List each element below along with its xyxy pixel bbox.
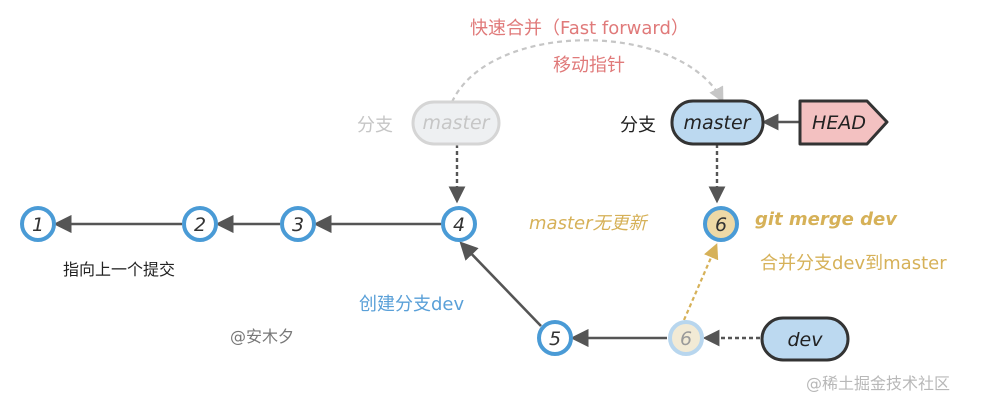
fast-forward-curve: [451, 39, 724, 103]
commit-3: 3: [280, 206, 316, 242]
commit-4-label: 4: [453, 214, 465, 236]
branch-master-old-label: master: [422, 112, 490, 134]
watermark-label: @稀土掘金技术社区: [806, 374, 951, 393]
merge-branch-desc-label: 合并分支dev到master: [760, 253, 947, 274]
commit-4: 4: [441, 206, 477, 242]
commit-6-dev: 6: [668, 320, 704, 356]
branch-label-new: 分支: [620, 115, 656, 136]
points-to-prev-label: 指向上一个提交: [63, 260, 176, 279]
branch-master-old: master: [411, 100, 501, 146]
branch-master: master: [670, 99, 765, 146]
author-label: @安木夕: [230, 327, 295, 346]
branch-dev: dev: [760, 316, 850, 362]
commit-2: 2: [182, 206, 218, 242]
commit-6-merged-label: 6: [715, 214, 727, 236]
move-pointer-label: 移动指针: [553, 55, 625, 76]
fast-forward-label: 快速合并（Fast forward）: [470, 18, 689, 39]
arrow-5-to-4: [459, 241, 542, 327]
branch-dev-label: dev: [788, 329, 824, 351]
commit-3-label: 3: [292, 214, 304, 236]
commit-2-label: 2: [194, 214, 206, 236]
commit-1-label: 1: [32, 214, 44, 236]
branch-label-old: 分支: [357, 115, 393, 136]
branch-head: HEAD: [798, 99, 889, 146]
git-merge-dev-label: git merge dev: [755, 209, 897, 230]
arrow-6-merge-up: [682, 243, 719, 321]
branch-head-label: HEAD: [812, 112, 866, 134]
branch-master-label: master: [683, 112, 751, 134]
create-branch-dev-label: 创建分支dev: [359, 294, 465, 315]
commit-5: 5: [537, 320, 573, 356]
commit-5-label: 5: [549, 328, 561, 350]
master-not-updated-label: master无更新: [529, 213, 647, 234]
commit-6-dev-label: 6: [680, 328, 692, 350]
commit-1: 1: [20, 206, 56, 242]
commit-6-merged: 6: [703, 206, 739, 242]
